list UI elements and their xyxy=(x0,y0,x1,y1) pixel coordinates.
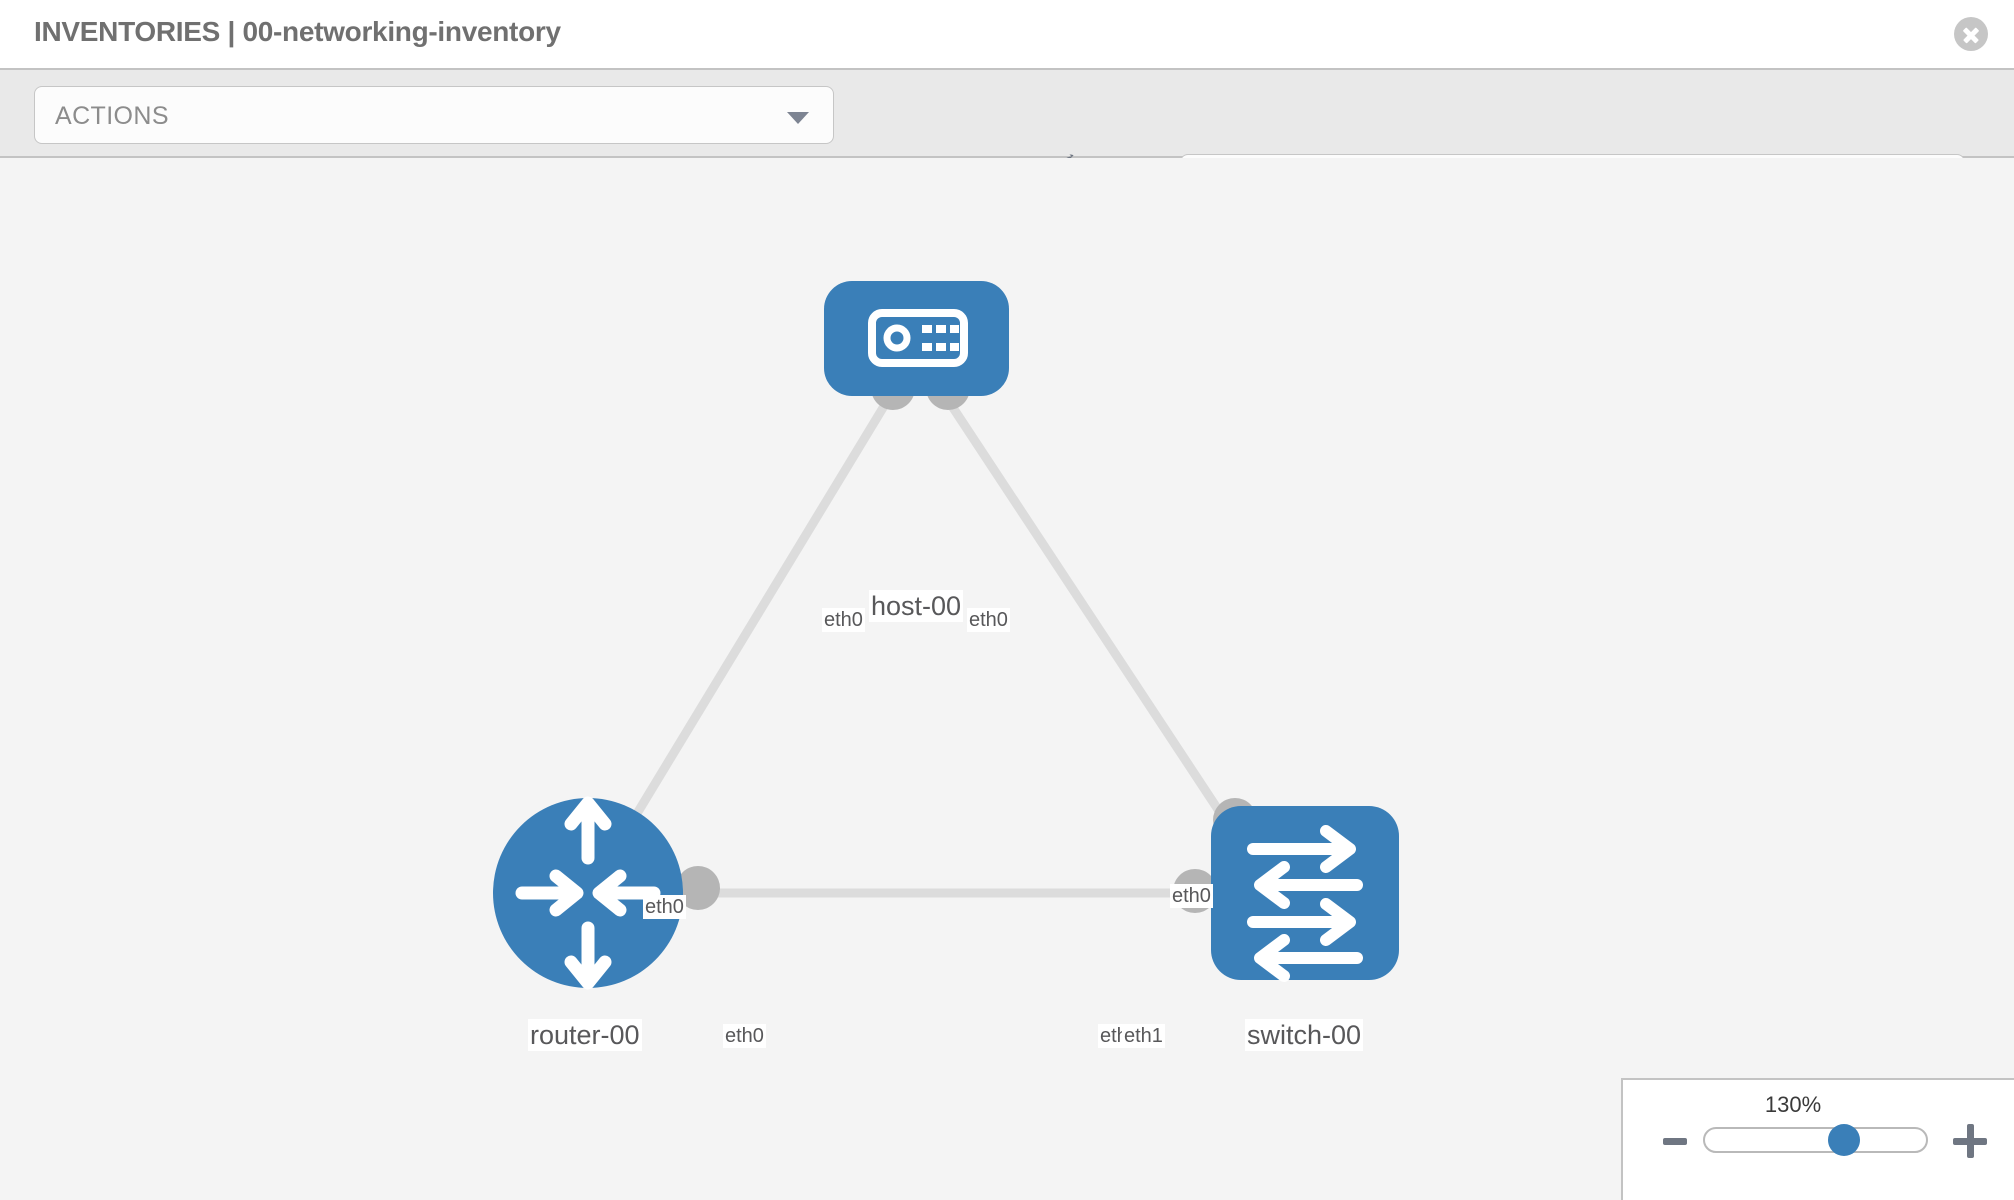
close-icon[interactable] xyxy=(1954,17,1988,51)
topology-graph xyxy=(493,281,1399,990)
link-host00-router00[interactable] xyxy=(606,385,899,861)
node-label-switch-00: switch-00 xyxy=(1245,1019,1364,1051)
node-label-router-00: router-00 xyxy=(528,1019,642,1051)
router-icon xyxy=(515,796,661,990)
chevron-down-icon xyxy=(787,112,809,124)
node-host-00[interactable] xyxy=(824,281,1009,396)
node-switch-00[interactable] xyxy=(1211,806,1399,982)
edge-label-router00-switch00-target: eth1 xyxy=(1122,1024,1165,1048)
page-header: INVENTORIES | 00-networking-inventory xyxy=(0,0,2014,68)
node-router-00[interactable] xyxy=(493,796,683,990)
edge-label-host00-switch00-target: eth0 xyxy=(1170,884,1213,908)
connector-dot xyxy=(676,866,720,910)
zoom-level-value: 130% xyxy=(1764,1092,1822,1117)
edge-label-host00-router00-source: eth0 xyxy=(822,608,865,632)
node-label-host-00: host-00 xyxy=(869,590,964,622)
edge-label-host00-switch00-source: eth0 xyxy=(967,608,1010,632)
link-host00-switch00[interactable] xyxy=(936,385,1254,861)
zoom-control-panel: 130% xyxy=(1621,1078,2014,1200)
edge-label-router00-switch00-source: eth0 xyxy=(723,1024,766,1048)
edge-label-host00-router00-target: eth0 xyxy=(643,895,686,919)
zoom-in-button[interactable] xyxy=(1953,1124,1987,1158)
topology-canvas[interactable]: host-00 router-00 switch-00 eth0 eth0 et… xyxy=(0,158,2014,1200)
topology-links xyxy=(606,385,1254,898)
zoom-slider-track[interactable] xyxy=(1703,1127,1928,1153)
page-title: INVENTORIES | 00-networking-inventory xyxy=(34,16,561,47)
zoom-slider-thumb[interactable] xyxy=(1828,1124,1861,1156)
switch-icon xyxy=(1247,825,1363,982)
topology-connectors xyxy=(676,366,1257,913)
toolbar: ACTIONS SEARCH xyxy=(0,68,2014,212)
server-icon xyxy=(868,309,968,367)
zoom-out-button[interactable] xyxy=(1663,1138,1687,1145)
actions-dropdown[interactable]: ACTIONS xyxy=(34,86,834,144)
actions-dropdown-label: ACTIONS xyxy=(55,102,169,130)
